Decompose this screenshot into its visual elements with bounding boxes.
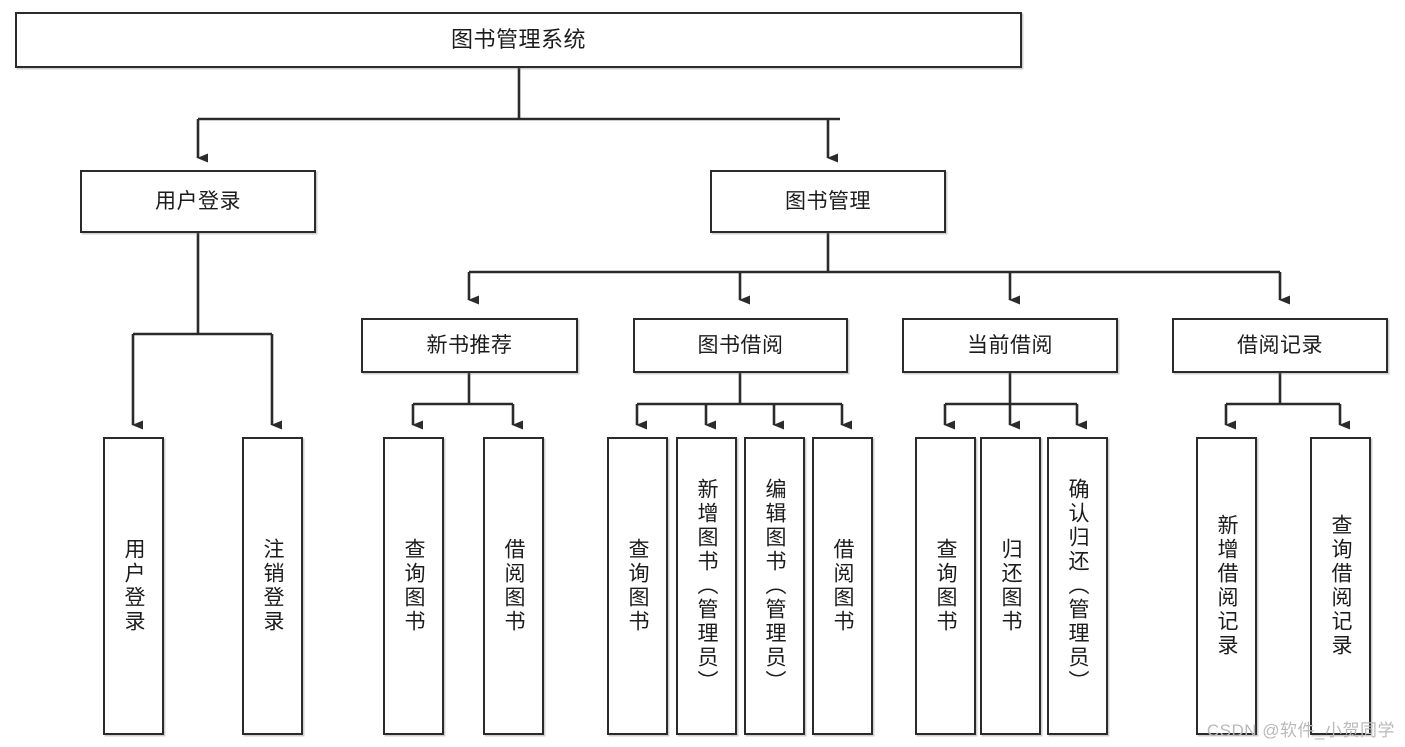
node-current-borrow[interactable]: 当前借阅 xyxy=(902,318,1118,373)
node-label: 借阅图书 xyxy=(831,538,854,634)
node-borrow-record[interactable]: 借阅记录 xyxy=(1172,318,1388,373)
node-new-book-recommend[interactable]: 新书推荐 xyxy=(361,318,578,373)
csdn-watermark: CSDN @软件_小贺同学 xyxy=(1206,721,1395,740)
node-leaf-record-add[interactable]: 新增借阅记录 xyxy=(1196,437,1257,735)
node-label: 确认归还（管理员） xyxy=(1066,478,1089,694)
node-label: 用户登录 xyxy=(155,189,241,213)
node-leaf-current-confirm-return-admin[interactable]: 确认归还（管理员） xyxy=(1047,437,1108,735)
node-leaf-current-return-book[interactable]: 归还图书 xyxy=(980,437,1041,735)
node-leaf-borrow-add-book-admin[interactable]: 新增图书（管理员） xyxy=(676,437,737,735)
node-label: 用户登录 xyxy=(122,538,145,634)
node-user-login[interactable]: 用户登录 xyxy=(80,170,316,233)
node-leaf-recommend-borrow-book[interactable]: 借阅图书 xyxy=(483,437,544,735)
node-leaf-borrow-query-book[interactable]: 查询图书 xyxy=(607,437,668,735)
node-label: 编辑图书（管理员） xyxy=(763,478,786,694)
node-label: 图书管理 xyxy=(785,189,871,213)
node-leaf-recommend-query-book[interactable]: 查询图书 xyxy=(383,437,444,735)
node-label: 查询借阅记录 xyxy=(1329,514,1352,658)
node-label: 查询图书 xyxy=(402,538,425,634)
node-label: 借阅图书 xyxy=(502,538,525,634)
node-label: 图书借阅 xyxy=(697,333,784,357)
node-leaf-record-query[interactable]: 查询借阅记录 xyxy=(1310,437,1371,735)
node-label: 查询图书 xyxy=(626,538,649,634)
node-label: 图书管理系统 xyxy=(450,26,586,52)
node-leaf-current-query-book[interactable]: 查询图书 xyxy=(915,437,976,735)
node-book-manage[interactable]: 图书管理 xyxy=(710,170,946,233)
node-leaf-borrow-edit-book-admin[interactable]: 编辑图书（管理员） xyxy=(744,437,805,735)
node-label: 注销登录 xyxy=(261,538,284,634)
node-label: 新增图书（管理员） xyxy=(695,478,718,694)
node-root-system[interactable]: 图书管理系统 xyxy=(15,12,1022,68)
node-leaf-user-login[interactable]: 用户登录 xyxy=(103,437,164,735)
node-label: 归还图书 xyxy=(999,538,1022,634)
node-label: 新书推荐 xyxy=(426,333,513,357)
node-leaf-borrow-borrow-book[interactable]: 借阅图书 xyxy=(812,437,873,735)
node-label: 当前借阅 xyxy=(967,333,1053,357)
node-leaf-logout[interactable]: 注销登录 xyxy=(242,437,303,735)
node-label: 查询图书 xyxy=(934,538,957,634)
node-label: 借阅记录 xyxy=(1237,333,1323,357)
node-label: 新增借阅记录 xyxy=(1215,514,1238,658)
node-book-borrow[interactable]: 图书借阅 xyxy=(633,318,848,373)
